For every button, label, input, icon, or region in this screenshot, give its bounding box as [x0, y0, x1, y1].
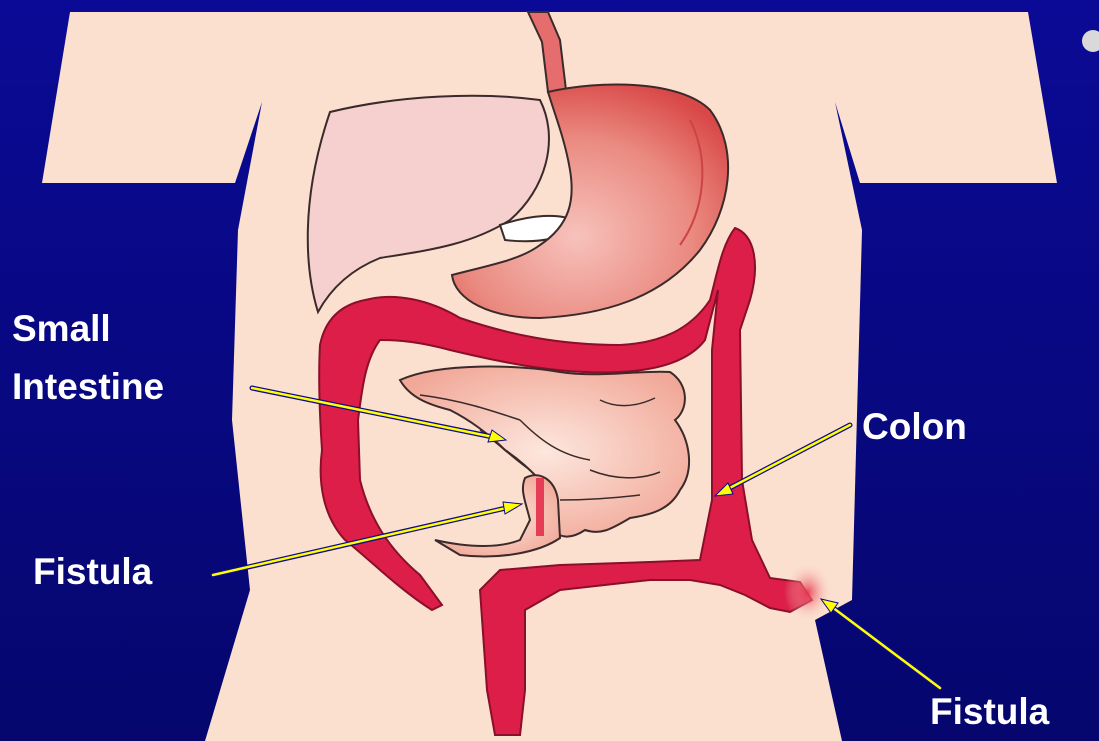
internal-fistula	[536, 478, 544, 536]
small-intestine-label-line2: Intestine	[12, 368, 164, 406]
external-fistula-glow	[784, 562, 832, 622]
small-intestine-label-line1: Small	[12, 310, 111, 348]
fistula-label-left: Fistula	[33, 553, 152, 591]
colon-label: Colon	[862, 408, 967, 446]
bullet-dot-icon	[1082, 30, 1099, 52]
fistula-label-right: Fistula	[930, 693, 1049, 731]
